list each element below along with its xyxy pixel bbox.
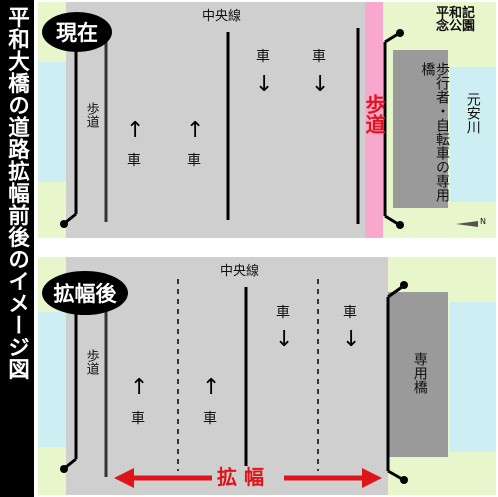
north-arrow [456,221,478,227]
up-arrow-icon: ↑ [130,375,149,400]
lane-label: 車 [276,305,290,321]
lane-label: 車 [256,49,270,65]
bridge-label: 専用橋 [411,352,428,394]
bike-bridge [393,50,448,208]
river-label: 元安川 [464,92,481,134]
up-arrow-icon: ↑ [186,118,205,143]
river-right [450,67,496,202]
widen-arrow-left-head [114,468,134,488]
lane-label: 車 [343,305,357,321]
lane-label: 車 [203,411,217,427]
up-arrow-icon: ↑ [126,118,145,143]
down-arrow-icon: ↓ [275,327,294,352]
river-right [450,302,496,452]
sidewalk-left-label: 歩道 [83,349,99,375]
park-label: 平和記 念公園 [436,6,476,34]
bike-bridge [388,292,448,457]
before-badge: 現在 [42,12,112,52]
north-label: N [480,217,486,226]
sidewalk-right-label: 歩道 [362,94,386,134]
center-line-label: 中央線 [202,9,242,24]
center-line-label: 中央線 [220,264,260,279]
down-arrow-icon: ↓ [255,72,274,97]
widen-label: 拡 幅 [217,465,264,489]
widen-arrow-right-head [362,468,382,488]
lane-label: 車 [312,49,326,65]
up-arrow-icon: ↑ [202,375,221,400]
bike-bridge-label: 歩行者・自転車の専用橋 [419,62,450,202]
sidewalk-left-label: 歩道 [83,102,99,128]
rail-end-left [60,220,68,228]
pink-sidewalk [365,2,383,238]
after-badge: 拡幅後 [42,271,128,315]
river-left [38,312,68,447]
after-panel: 拡幅後 中央線 歩道 専用橋 拡 幅 ↑ 車 ↑ 車 車 ↓ 車 ↓ [38,257,496,495]
down-arrow-icon: ↓ [342,327,361,352]
side-title: 平和大橋の道路拡幅前後のイメージ図 [4,6,30,380]
down-arrow-icon: ↓ [311,72,330,97]
river-left [38,62,68,182]
lane-label: 車 [187,153,201,169]
lane-label: 車 [127,153,141,169]
side-title-bar: 平和大橋の道路拡幅前後のイメージ図 [0,0,34,497]
lane-label: 車 [131,411,145,427]
before-diagram [38,2,496,238]
road-surface [66,2,368,238]
before-panel: 現在 中央線 歩道 歩道 平和記 念公園 歩行者・自転車の専用橋 元安川 N ↑… [38,2,496,238]
